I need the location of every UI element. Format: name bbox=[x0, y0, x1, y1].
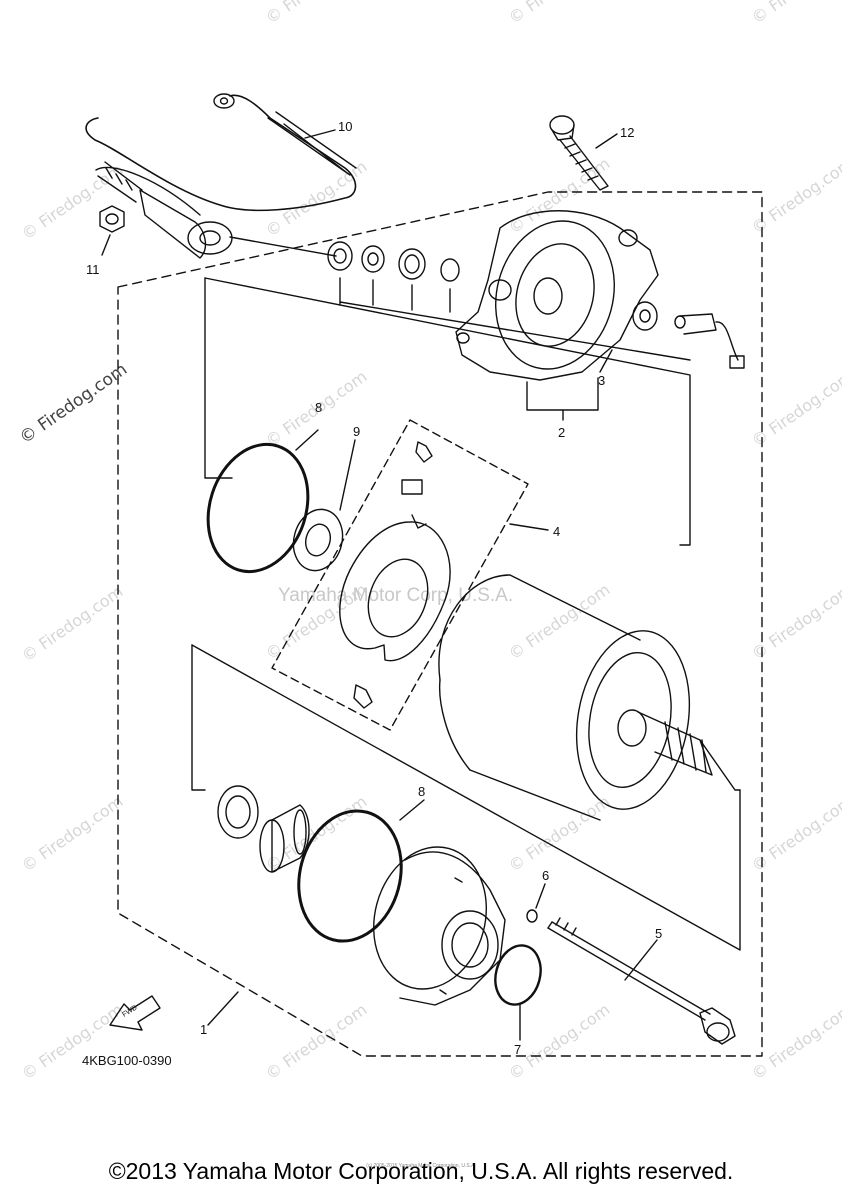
fwd-arrow bbox=[109, 995, 161, 1031]
thrust-washer bbox=[292, 508, 344, 572]
callout-10: 10 bbox=[338, 119, 353, 134]
small-o-ring bbox=[526, 909, 538, 923]
nut bbox=[99, 205, 125, 233]
o-ring-7 bbox=[494, 944, 542, 1006]
callout-11: 11 bbox=[86, 262, 100, 277]
brush-set-outline bbox=[271, 419, 529, 731]
tiny-credit: (c) 2005-2015 Yamaha Motor Corporation, … bbox=[366, 1163, 476, 1169]
brush-holder-bottom bbox=[353, 684, 373, 709]
callout-1: 1 bbox=[200, 1022, 208, 1037]
callout-3: 3 bbox=[598, 373, 606, 388]
terminal bbox=[674, 313, 745, 369]
lead-wire bbox=[85, 93, 357, 259]
brush-holder-top bbox=[401, 441, 433, 495]
through-bolt bbox=[547, 917, 736, 1045]
callout-8-lower: 8 bbox=[418, 784, 426, 799]
callout-12: 12 bbox=[620, 125, 635, 140]
washer-set bbox=[327, 241, 691, 361]
yoke bbox=[438, 574, 741, 821]
center-watermark: Yamaha Motor Corp, U.S.A. bbox=[278, 585, 514, 606]
o-ring-lower bbox=[297, 809, 403, 943]
callout-8-upper: 8 bbox=[315, 400, 323, 415]
callout-6: 6 bbox=[542, 868, 550, 883]
needle-bearing bbox=[259, 804, 310, 873]
rear-cover bbox=[455, 210, 659, 381]
assembly-outline bbox=[117, 191, 763, 1057]
callout-2: 2 bbox=[558, 425, 566, 440]
callout-7: 7 bbox=[514, 1042, 522, 1057]
part-code: 4KBG100-0390 bbox=[82, 1053, 172, 1068]
copyright-notice: ©2013 Yamaha Motor Corporation, U.S.A. A… bbox=[108, 1158, 734, 1184]
o-ring-upper bbox=[206, 442, 310, 574]
front-cover bbox=[373, 846, 506, 1006]
callout-9: 9 bbox=[353, 424, 361, 439]
callout-4: 4 bbox=[553, 524, 561, 539]
brush-plate bbox=[339, 514, 451, 662]
oil-seal bbox=[217, 785, 259, 839]
callout-5: 5 bbox=[655, 926, 663, 941]
bolt bbox=[549, 115, 609, 191]
